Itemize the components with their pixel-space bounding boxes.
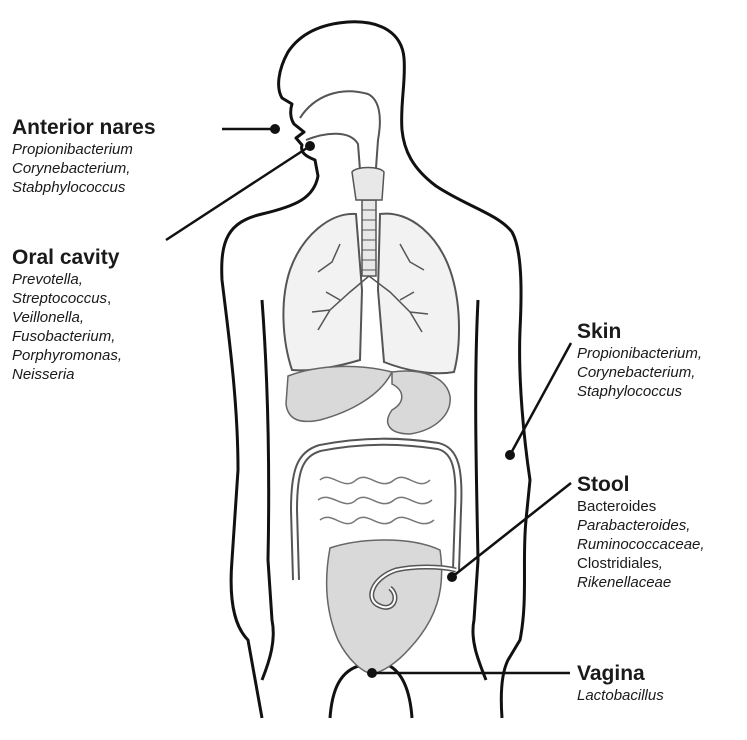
stool-marker [447,572,457,582]
organism-separator: , [659,555,663,572]
liver [286,366,392,421]
vagina-marker [367,668,377,678]
skin-title: Skin [577,320,702,344]
organism-separator: , [107,290,111,307]
skin-marker [505,450,515,460]
organism: Bacteroides [577,497,705,516]
organism: Parabacteroides, [577,516,705,535]
organism: Staphylococcus [577,382,702,401]
stool-pointer [452,483,571,577]
organism: Corynebacterium, [577,363,702,382]
organism: Neisseria [12,365,122,384]
anterior-nares-marker [270,124,280,134]
organism: Stabphylococcus [12,178,156,197]
larynx [352,168,384,201]
oral-airway [306,134,360,170]
organism: Propionibacterium [12,140,156,159]
organism-name: Streptococcus [12,290,107,307]
vagina-label: Vagina Lactobacillus [577,662,664,705]
oral-cavity-label: Oral cavity Prevotella, Streptococcus, V… [12,246,122,384]
organism: Streptococcus, [12,289,122,308]
right-lung [378,214,459,374]
trachea [362,200,376,276]
organism: Ruminococcaceae, [577,535,705,554]
oral-cavity-marker [305,141,315,151]
organism: Prevotella, [12,270,122,289]
organism: Propionibacterium, [577,344,702,363]
right-arm-outline [473,300,486,680]
oral-cavity-title: Oral cavity [12,246,122,270]
stool-label: Stool Bacteroides Parabacteroides, Rumin… [577,473,705,592]
stool-title: Stool [577,473,705,497]
stomach [388,371,450,434]
organism: Rikenellaceae [577,573,705,592]
skin-label: Skin Propionibacterium, Corynebacterium,… [577,320,702,401]
small-intestine [318,477,434,523]
organism: Porphyromonas, [12,346,122,365]
nasal-airway [300,91,380,168]
organism: Veillonella, [12,308,122,327]
organism: Fusobacterium, [12,327,122,346]
organism: Lactobacillus [577,686,664,705]
organism: Clostridiales, [577,554,705,573]
organism-name: Clostridiales [577,555,659,572]
vagina-title: Vagina [577,662,664,686]
left-arm-outline [262,300,273,680]
organism: Corynebacterium, [12,159,156,178]
anterior-nares-label: Anterior nares Propionibacterium Coryneb… [12,116,156,197]
anterior-nares-title: Anterior nares [12,116,156,140]
